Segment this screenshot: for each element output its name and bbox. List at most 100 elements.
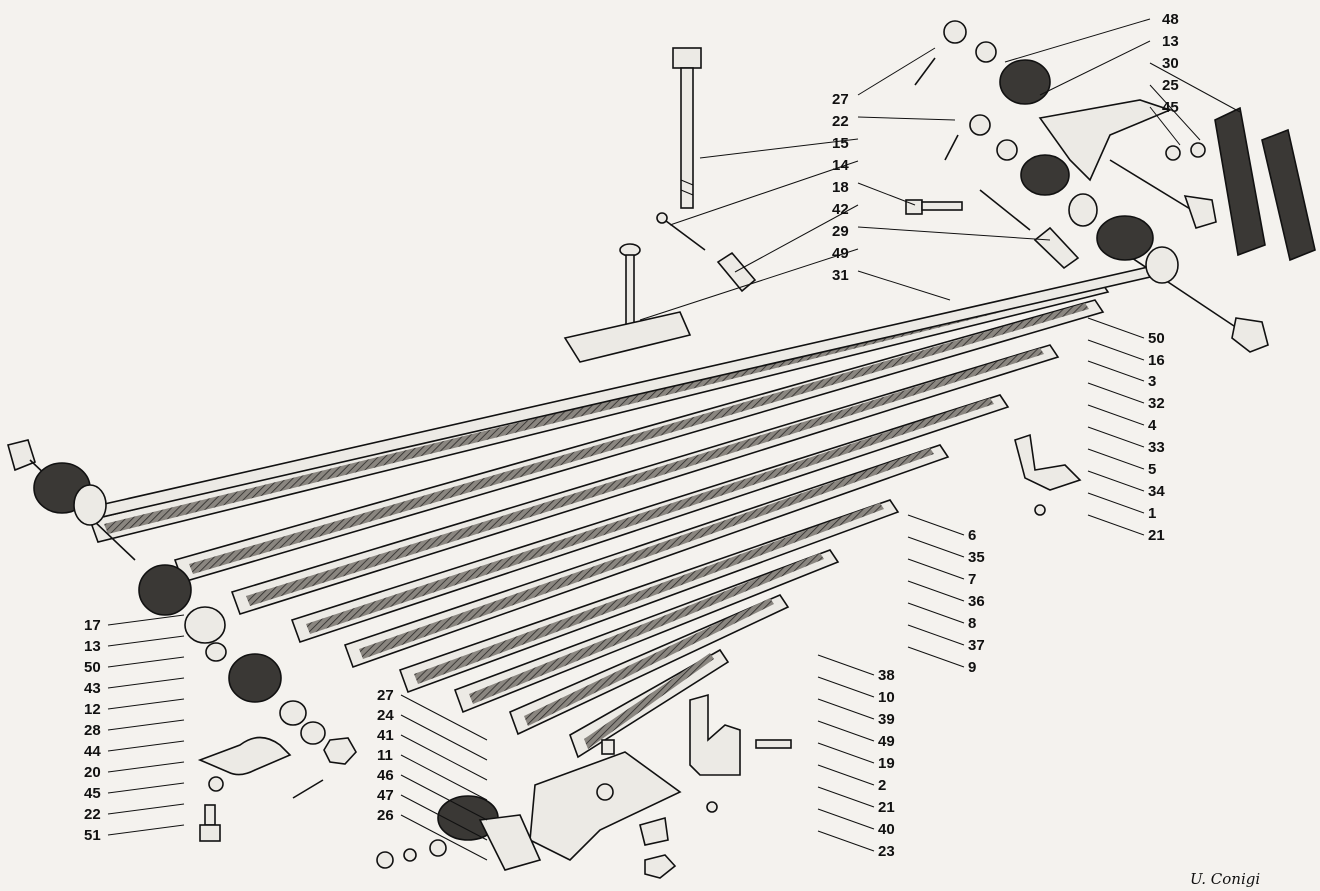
callout-ls-13: 13 xyxy=(84,638,101,655)
callout-rs-19-21: 19 xyxy=(878,755,895,772)
callout-bg-46: 46 xyxy=(377,767,394,784)
leader-rs-21-23 xyxy=(817,786,875,808)
bushing-13-left xyxy=(138,564,192,616)
clip-20 xyxy=(197,736,292,776)
leader-rs-19-21 xyxy=(817,742,875,764)
callout-rs-8-14: 8 xyxy=(968,615,976,632)
shackle-plates xyxy=(1214,106,1316,262)
callout-bg-26: 26 xyxy=(377,807,394,824)
leader-rs-9-16 xyxy=(907,646,965,668)
leader-bg-11 xyxy=(400,754,488,801)
callout-rs-35-11: 35 xyxy=(968,549,985,566)
leader-rs-2-22 xyxy=(817,764,875,786)
leader-rc-25 xyxy=(1149,84,1201,141)
leader-uc-15 xyxy=(699,138,859,159)
callout-uc-27: 27 xyxy=(832,91,849,108)
leaf-texture-5 xyxy=(359,448,934,659)
bracket-1 xyxy=(1014,433,1082,491)
leader-rs-10-18 xyxy=(817,676,875,698)
leader-bg-47 xyxy=(400,794,488,841)
center-plate xyxy=(563,311,692,363)
callout-bg-41: 41 xyxy=(377,727,394,744)
leader-rs-8-14 xyxy=(907,602,965,624)
washer-40 xyxy=(639,816,669,846)
leader-rs-40-24 xyxy=(817,808,875,830)
rivet-21 xyxy=(1034,504,1046,516)
callout-rc-30: 30 xyxy=(1162,55,1179,72)
callout-rs-39-19: 39 xyxy=(878,711,895,728)
bushing-29 xyxy=(1033,226,1080,270)
leader-uc-49 xyxy=(639,248,859,321)
callout-ls-44: 44 xyxy=(84,743,101,760)
leader-bg-26 xyxy=(400,814,488,861)
callout-ls-28: 28 xyxy=(84,722,101,739)
callout-rc-45: 45 xyxy=(1162,99,1179,116)
washer-50-left xyxy=(184,606,226,644)
callout-uc-14: 14 xyxy=(832,157,849,174)
rivet-21b xyxy=(706,801,718,813)
leader-rs-39-19 xyxy=(817,698,875,720)
callout-rs-37-15: 37 xyxy=(968,637,985,654)
leaf-texture-6 xyxy=(414,503,884,684)
center-bolt-top xyxy=(672,47,702,209)
leader-uc-27 xyxy=(857,47,936,96)
callout-ls-45: 45 xyxy=(84,785,101,802)
callout-rs-36-13: 36 xyxy=(968,593,985,610)
leader-rs-50-0 xyxy=(1087,317,1145,339)
leader-rc-45 xyxy=(1149,106,1181,146)
leader-bg-46 xyxy=(400,774,488,821)
callout-bg-27: 27 xyxy=(377,687,394,704)
leader-rs-33-5 xyxy=(1087,426,1145,448)
callout-uc-31: 31 xyxy=(832,267,849,284)
leader-rs-35-11 xyxy=(907,536,965,558)
callout-rs-33-5: 33 xyxy=(1148,439,1165,456)
seat-plate-24 xyxy=(529,751,682,861)
callout-rs-1-8: 1 xyxy=(1148,505,1156,522)
nuts-washers-top xyxy=(914,20,1206,161)
leaf-texture-2 xyxy=(189,303,1089,574)
leaf-texture-7 xyxy=(469,553,824,704)
bolt-51 xyxy=(199,804,221,842)
washer-44 xyxy=(300,721,326,745)
callout-rs-40-24: 40 xyxy=(878,821,895,838)
leader-ls-22 xyxy=(107,803,185,815)
leader-uc-42 xyxy=(734,204,859,273)
leader-rs-36-13 xyxy=(907,580,965,602)
callout-rc-25: 25 xyxy=(1162,77,1179,94)
split-pin-22-left xyxy=(292,779,324,799)
leader-rc-48 xyxy=(1004,18,1151,63)
callout-uc-49: 49 xyxy=(832,245,849,262)
nut-23 xyxy=(644,854,677,879)
callout-uc-29: 29 xyxy=(832,223,849,240)
leader-ls-44 xyxy=(107,740,185,752)
callout-rs-21-9: 21 xyxy=(1148,527,1165,544)
leaf-texture-8 xyxy=(524,598,774,726)
callout-rs-3-2: 3 xyxy=(1148,373,1156,390)
leader-ls-45 xyxy=(107,782,185,794)
leader-bg-41 xyxy=(400,734,488,781)
leader-bg-27 xyxy=(400,694,488,741)
leader-ls-12 xyxy=(107,698,185,710)
leader-rs-7-12 xyxy=(907,558,965,580)
callout-rs-38-17: 38 xyxy=(878,667,895,684)
callout-rs-21-23: 21 xyxy=(878,799,895,816)
callout-ls-20: 20 xyxy=(84,764,101,781)
leader-rs-5-6 xyxy=(1087,448,1145,470)
pin-14b xyxy=(979,189,1031,231)
nut-27-left xyxy=(323,737,357,765)
callout-uc-18: 18 xyxy=(832,179,849,196)
leader-ls-50 xyxy=(107,656,185,668)
callout-rs-49-20: 49 xyxy=(878,733,895,750)
bushing-rear xyxy=(1096,215,1179,284)
nuts-26-47-46 xyxy=(376,839,447,869)
leader-rs-49-20 xyxy=(817,720,875,742)
callout-rs-6-10: 6 xyxy=(968,527,976,544)
leader-rs-4-4 xyxy=(1087,404,1145,426)
artist-signature: U. Conigi xyxy=(1190,870,1260,888)
leader-rs-1-8 xyxy=(1087,492,1145,514)
front-eye-bushing xyxy=(33,462,107,526)
callout-rs-7-12: 7 xyxy=(968,571,976,588)
leaf-texture-3 xyxy=(246,348,1044,606)
bushing-42 xyxy=(716,251,757,293)
